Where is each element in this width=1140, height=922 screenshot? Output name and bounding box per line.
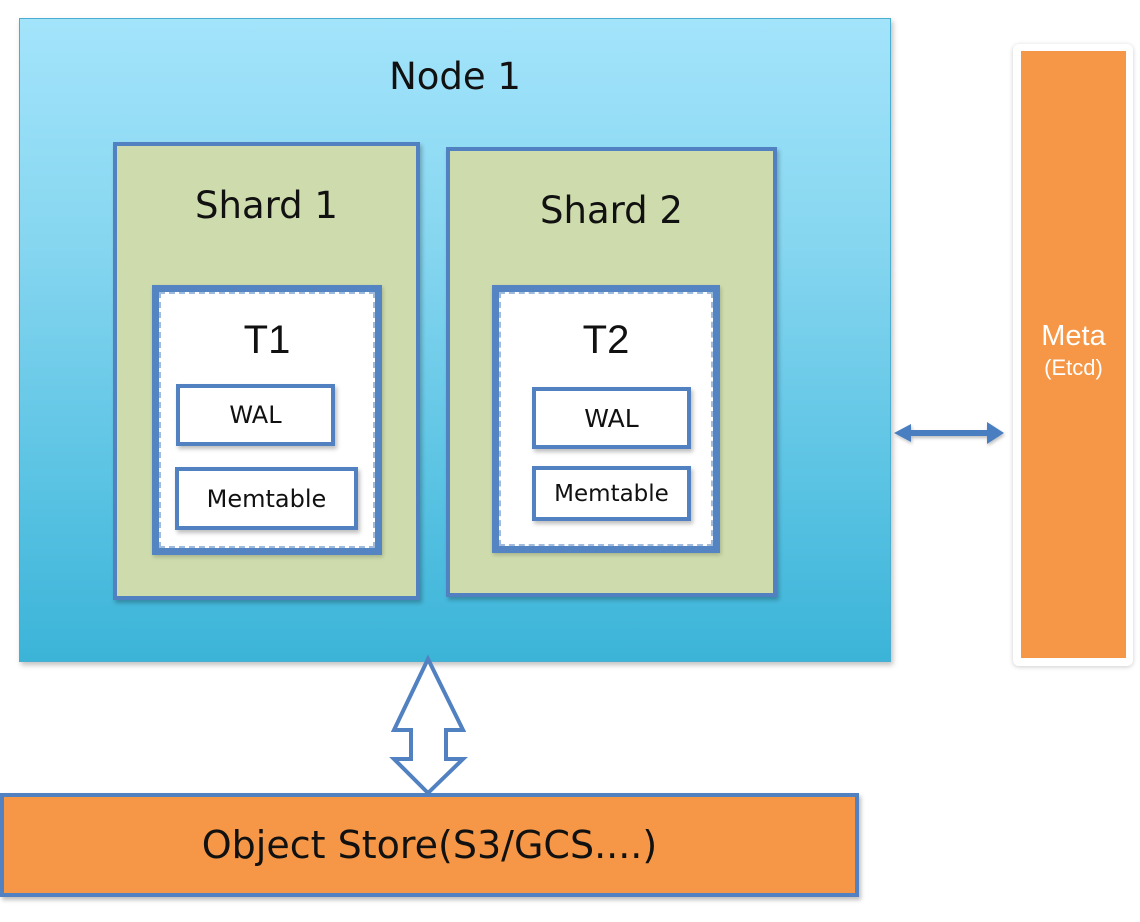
node-objectstore-double-arrow-icon: [389, 654, 468, 796]
t1-memtable-box: Memtable: [175, 467, 358, 530]
shard-title-2: Shard 2: [540, 189, 683, 232]
shard-title-1: Shard 1: [195, 184, 338, 227]
object-store-box: Object Store(S3/GCS....): [0, 793, 859, 897]
table-title-t2: T2: [582, 318, 630, 362]
meta-label: Meta (Etcd): [1021, 320, 1126, 381]
table-title-t1: T1: [243, 318, 291, 362]
meta-subtitle: (Etcd): [1044, 355, 1103, 380]
t1-wal-box: WAL: [176, 384, 335, 446]
t2-memtable-box: Memtable: [532, 466, 691, 521]
t2-wal-box: WAL: [532, 387, 691, 449]
node-meta-double-arrow-icon: [894, 422, 1004, 444]
meta-box: [1021, 51, 1126, 658]
meta-title: Meta: [1041, 320, 1106, 352]
node-title: Node 1: [389, 55, 521, 98]
